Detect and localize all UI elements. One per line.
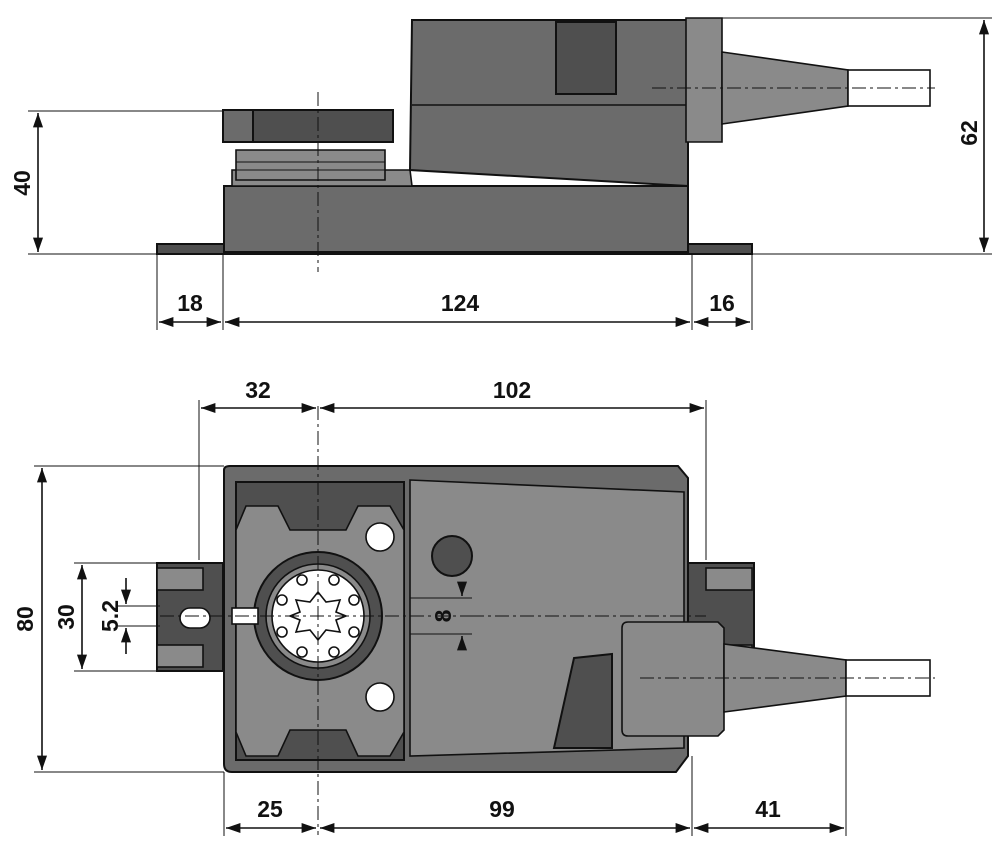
side-lower-body	[223, 185, 689, 253]
side-view: 40 62 18 124 16	[9, 17, 992, 330]
side-upper-housing	[408, 19, 689, 188]
dim-80-label: 80	[12, 606, 38, 632]
top-indicator-dot	[431, 535, 473, 577]
dim-40-label: 40	[9, 170, 35, 196]
dim-32-label: 32	[245, 377, 271, 403]
dim-8-label: 8	[430, 609, 456, 622]
dim-30-label: 30	[53, 604, 79, 630]
dim-18-label: 18	[177, 290, 203, 316]
top-housing-cover	[409, 479, 685, 757]
top-cable-gland	[621, 621, 725, 737]
dim-99-label: 99	[489, 796, 515, 822]
top-view: 32 102 80 30 5.2 8 25 99 41	[12, 377, 935, 836]
dim-62-label: 62	[956, 120, 982, 146]
dim-102-label: 102	[493, 377, 531, 403]
dim-5-2-label: 5.2	[97, 600, 123, 632]
dim-25-label: 25	[257, 796, 283, 822]
dim-41-label: 41	[755, 796, 781, 822]
dim-16-label: 16	[709, 290, 735, 316]
top-clamp-holes	[276, 574, 360, 658]
side-housing-tab	[555, 21, 617, 95]
side-cable-gland	[685, 17, 723, 143]
top-release-button	[552, 652, 613, 749]
dim-124-label: 124	[441, 290, 480, 316]
